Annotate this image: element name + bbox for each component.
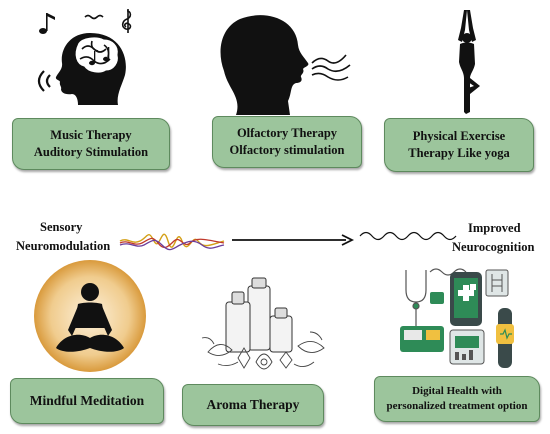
mindful-meditation-card: Mindful Meditation [10, 378, 164, 424]
olfactory-therapy-subtitle: Olfactory stimulation [229, 143, 345, 157]
mindful-meditation-label: Mindful Meditation [29, 392, 145, 408]
digital-health-title: Digital Health with [412, 385, 502, 398]
digital-health-subtitle: personalized treatment option [386, 400, 528, 412]
aroma-therapy-card: Aroma Therapy [182, 384, 324, 426]
exercise-therapy-title: Physical Exercise [412, 129, 506, 144]
olfactory-therapy-title: Olfactory Therapy [236, 126, 338, 141]
olfactory-therapy-card: Olfactory Therapy Olfactory stimulation [212, 116, 362, 168]
music-therapy-title: Music Therapy [50, 128, 132, 143]
meditation-silhouette-icon [34, 260, 146, 372]
sensory-label-line1: Sensory [40, 220, 83, 234]
improved-neurocognition-label: Improved Neurocognition [452, 219, 534, 258]
music-therapy-subtitle: Auditory Stimulation [33, 145, 149, 159]
olfactory-head-profile-icon [220, 15, 351, 116]
music-therapy-card: Music Therapy Auditory Stimulation [12, 118, 170, 170]
digital-health-card: Digital Health with personalized treatme… [374, 376, 540, 422]
digital-health-devices-icon [400, 268, 514, 368]
exercise-therapy-subtitle: Therapy Like yoga [408, 146, 510, 160]
neural-signal-waves [119, 233, 225, 251]
output-wave-icon [359, 231, 457, 241]
improved-label-line2: Neurocognition [452, 240, 535, 255]
music-head-brain-icon [37, 9, 132, 105]
yoga-tree-pose-icon [458, 10, 480, 114]
sensory-neuromodulation-label: Sensory Neuromodulation [16, 218, 110, 257]
aroma-bottles-flowers-icon [201, 277, 325, 370]
improved-label-line1: Improved [468, 221, 521, 235]
flow-arrow-icon [232, 234, 355, 246]
aroma-therapy-label: Aroma Therapy [206, 396, 300, 412]
sensory-label-line2: Neuromodulation [16, 239, 111, 254]
exercise-therapy-card: Physical Exercise Therapy Like yoga [384, 118, 534, 172]
